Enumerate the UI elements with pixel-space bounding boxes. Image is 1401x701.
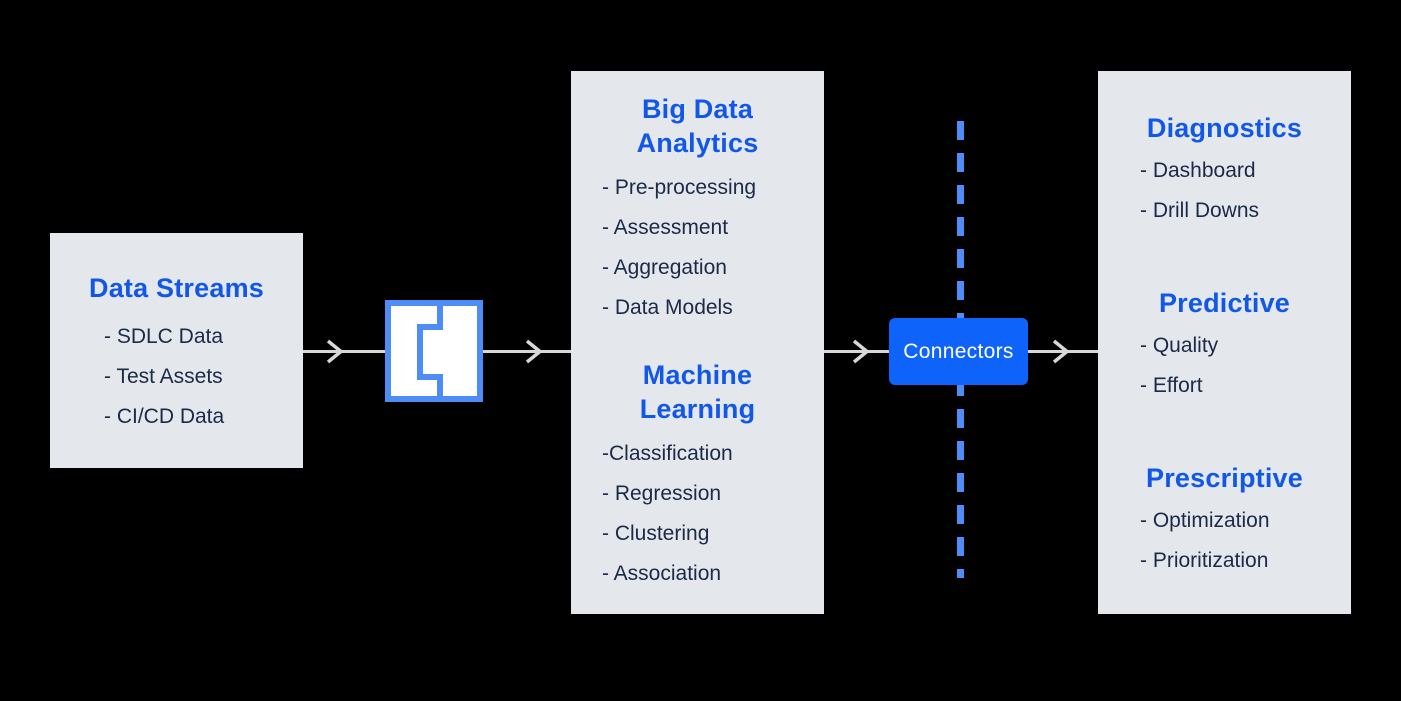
list-item: -Classification <box>602 442 733 465</box>
list-item: - SDLC Data <box>104 325 224 348</box>
list-item: - Dashboard <box>1140 159 1256 182</box>
section-prescriptive: Prescriptive - Optimization - Prioritiza… <box>1098 461 1351 581</box>
list-item: - Optimization <box>1140 509 1270 532</box>
list-item: - Quality <box>1140 334 1219 357</box>
big-data-analytics-title: Big Data Analytics <box>636 94 759 158</box>
arrow-right-icon <box>483 339 571 364</box>
list-item: - Association <box>602 562 722 585</box>
arrow-right-icon <box>303 339 385 364</box>
list-item: - Drill Downs <box>1140 199 1260 222</box>
connectors-badge: Connectors <box>889 318 1028 385</box>
diagnostics-title: Diagnostics <box>1146 113 1303 143</box>
panel-data-streams: Data Streams - SDLC Data - Test Assets -… <box>50 233 303 468</box>
list-item: - Assessment <box>602 216 729 239</box>
integration-connector-icon <box>385 300 483 402</box>
panel-outputs: Diagnostics - Dashboard - Drill Downs Pr… <box>1098 71 1351 614</box>
predictive-list: - Quality - Effort <box>1098 326 1351 406</box>
machine-learning-title: Machine Learning <box>639 360 756 424</box>
list-item: - Clustering <box>602 522 710 545</box>
list-item: - Effort <box>1140 374 1203 397</box>
section-diagnostics: Diagnostics - Dashboard - Drill Downs <box>1098 111 1351 231</box>
list-item: - Test Assets <box>104 365 223 388</box>
list-item: - Prioritization <box>1140 549 1269 572</box>
section-machine-learning: Machine Learning -Classification - Regre… <box>571 358 824 594</box>
list-item: - Data Models <box>602 296 733 319</box>
data-streams-list: - SDLC Data - Test Assets - CI/CD Data <box>50 317 303 437</box>
arrow-right-icon <box>824 339 889 364</box>
list-item: - Regression <box>602 482 722 505</box>
big-data-analytics-list: - Pre-processing - Assessment - Aggregat… <box>571 168 824 328</box>
prescriptive-title: Prescriptive <box>1146 463 1303 493</box>
prescriptive-list: - Optimization - Prioritization <box>1098 501 1351 581</box>
list-item: - Pre-processing <box>602 176 757 199</box>
panel-analytics: Big Data Analytics - Pre-processing - As… <box>571 71 824 614</box>
predictive-title: Predictive <box>1158 288 1291 318</box>
section-big-data-analytics: Big Data Analytics - Pre-processing - As… <box>571 92 824 328</box>
diagnostics-list: - Dashboard - Drill Downs <box>1098 151 1351 231</box>
connectors-label: Connectors <box>903 339 1014 363</box>
section-predictive: Predictive - Quality - Effort <box>1098 286 1351 406</box>
list-item: - CI/CD Data <box>104 405 225 428</box>
data-streams-title: Data Streams <box>89 273 264 303</box>
machine-learning-list: -Classification - Regression - Clusterin… <box>571 434 824 594</box>
arrow-right-icon <box>1028 339 1098 364</box>
list-item: - Aggregation <box>602 256 727 279</box>
